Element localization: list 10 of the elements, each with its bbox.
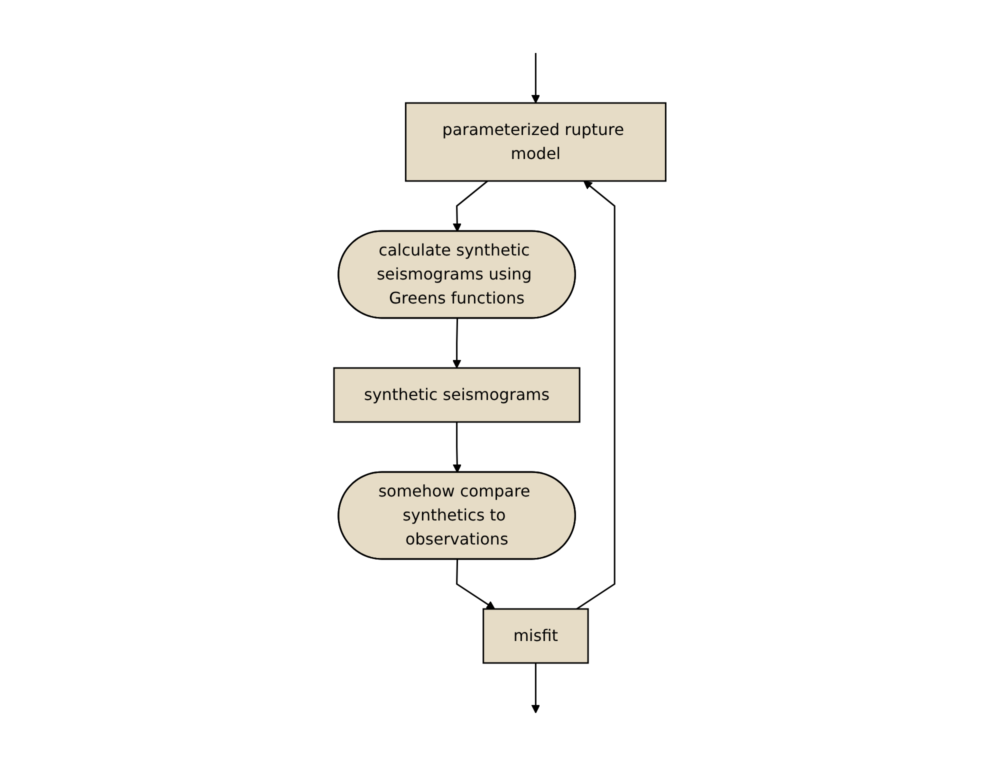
arrow: [576, 180, 616, 610]
node-box: misfit: [482, 608, 589, 664]
node-box: synthetic seismograms: [333, 366, 580, 422]
arrow: [456, 558, 496, 609]
arrow: [452, 318, 462, 368]
arrow: [531, 662, 540, 713]
arrow: [452, 422, 462, 472]
node-box: parameterized rupture model: [405, 102, 667, 182]
arrow: [531, 52, 540, 103]
arrow: [452, 180, 488, 232]
